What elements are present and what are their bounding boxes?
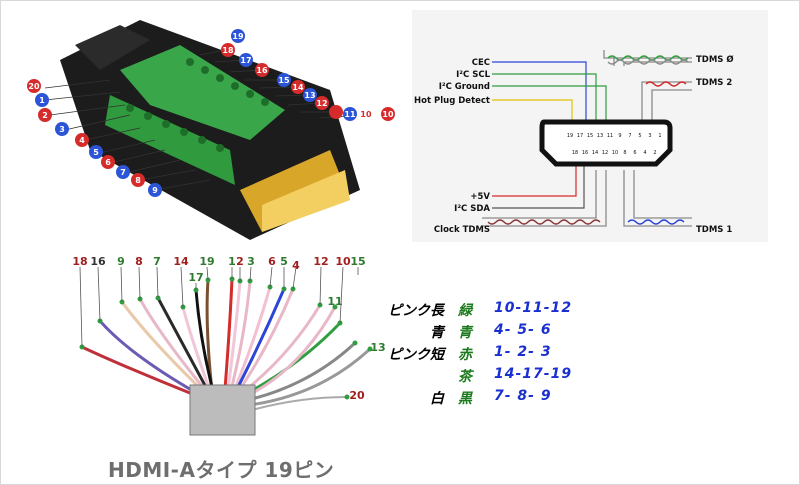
- legend-nums: 14-17-19: [494, 366, 573, 382]
- pin-label-5: 5: [93, 148, 99, 157]
- signal-cec: CEC: [472, 58, 490, 68]
- pinout-bot-16: 16: [582, 150, 588, 156]
- legend-nums: 7- 8- 9: [494, 388, 552, 404]
- pin-label-7: 7: [120, 168, 126, 177]
- wire-label-16: 16: [90, 255, 106, 268]
- pin-label-12: 12: [316, 99, 327, 108]
- pinout-bot-14: 14: [592, 150, 598, 156]
- legend-nums: 4- 5- 6: [494, 322, 552, 338]
- pinout-top-15: 15: [587, 133, 593, 139]
- pinout-top-9: 9: [618, 133, 621, 139]
- pinout-top-5: 5: [638, 133, 641, 139]
- pin-label-18: 18: [222, 46, 234, 55]
- connector-breakout-illustration: 1 2 3 4 5 6 7 8 9 11 10 10 12 13 14 15 1…: [27, 20, 395, 240]
- wire-label-17: 17: [188, 271, 203, 284]
- pinout-top-7: 7: [628, 133, 631, 139]
- pinout-bot-18: 18: [572, 150, 578, 156]
- signal-tdms-0: TDMS Ø: [696, 54, 734, 65]
- signal-i2c-ground: I²C Ground: [439, 82, 490, 92]
- wire-label-3: 3: [247, 255, 255, 268]
- legend-nums: 10-11-12: [494, 300, 573, 316]
- pin-label-9: 9: [152, 186, 158, 195]
- wire-label-9: 9: [117, 255, 125, 268]
- cable-wire-fanout: 18 16 9 8 7 14 19 17 1 2 3 6 5 4 12 10 1…: [72, 255, 386, 436]
- signal-i2c-scl: I²C SCL: [456, 70, 490, 80]
- wire-label-19: 19: [199, 255, 214, 268]
- pinout-bot-12: 12: [602, 150, 608, 156]
- legend-head: 白: [430, 391, 444, 407]
- signal-i2c-sda: I²C SDA: [454, 204, 490, 214]
- wire-label-6: 6: [268, 255, 276, 268]
- pin-label-15: 15: [278, 76, 290, 85]
- legend-head: ピンク長: [388, 303, 444, 319]
- pin-label-2: 2: [42, 111, 48, 120]
- pinout-top-13: 13: [597, 133, 603, 139]
- legend-color: 茶: [458, 369, 472, 385]
- pinout-bot-6: 6: [633, 150, 636, 156]
- pin-label-4: 4: [79, 136, 85, 145]
- wire-label-14: 14: [173, 255, 189, 268]
- wire-label-2: 2: [236, 255, 244, 268]
- wire-label-1: 1: [228, 255, 236, 268]
- wire-label-11: 11: [327, 295, 342, 308]
- pinout-top-17: 17: [577, 133, 583, 139]
- wire-label-15: 15: [350, 255, 365, 268]
- pinout-top-19: 19: [567, 133, 573, 139]
- pin-label-1: 1: [39, 96, 45, 105]
- legend-color: 緑: [458, 303, 472, 319]
- pin-label-6: 6: [105, 158, 111, 167]
- pin-label-14: 14: [292, 83, 304, 92]
- wire-label-13: 13: [370, 341, 385, 354]
- legend-head: ピンク短: [388, 347, 444, 363]
- signal-tdms-1: TDMS 1: [696, 225, 732, 235]
- pin-label-13: 13: [304, 91, 315, 100]
- legend-nums: 1- 2- 3: [494, 344, 552, 360]
- pin-label-16: 16: [256, 66, 268, 75]
- pinout-bot-10: 10: [612, 150, 618, 156]
- wire-label-12: 12: [313, 255, 328, 268]
- wire-label-8: 8: [135, 255, 143, 268]
- pin-label-10b: 10: [382, 110, 394, 119]
- wire-label-5: 5: [280, 255, 288, 268]
- legend-color: 黒: [458, 391, 472, 407]
- signal-5v: +5V: [470, 192, 490, 202]
- signal-hot-plug-detect: Hot Plug Detect: [414, 96, 490, 106]
- legend-color: 青: [458, 325, 472, 341]
- pin-label-17: 17: [240, 56, 251, 65]
- pinout-top-1: 1: [658, 133, 661, 139]
- legend-head: 青: [430, 325, 444, 341]
- wire-label-4: 4: [292, 259, 300, 272]
- wire-label-20: 20: [349, 389, 365, 402]
- pin-label-10: 10: [360, 110, 372, 119]
- pinout-bot-4: 4: [643, 150, 646, 156]
- signal-clock-tdms: Clock TDMS: [434, 225, 490, 235]
- pinout-bot-2: 2: [653, 150, 656, 156]
- hdmi-pinout-diagram: 19 17 15 13 11 9 7 5 3 1 18 16 14 12 10 …: [412, 10, 768, 242]
- pin-label-11: 11: [344, 110, 356, 119]
- legend-color: 赤: [458, 347, 472, 363]
- wire-label-18: 18: [72, 255, 87, 268]
- wire-label-7: 7: [153, 255, 161, 268]
- page-title: HDMI-Aタイプ 19ピン: [108, 458, 335, 482]
- pinout-bot-8: 8: [623, 150, 626, 156]
- wire-label-10: 10: [335, 255, 351, 268]
- pinout-top-11: 11: [607, 133, 613, 139]
- pin-label-19: 19: [232, 32, 244, 41]
- signal-tdms-2: TDMS 2: [696, 78, 732, 88]
- pin-label-20: 20: [28, 82, 40, 91]
- pinout-top-3: 3: [648, 133, 651, 139]
- pin-label-3: 3: [59, 125, 65, 134]
- pin-label-8: 8: [135, 176, 141, 185]
